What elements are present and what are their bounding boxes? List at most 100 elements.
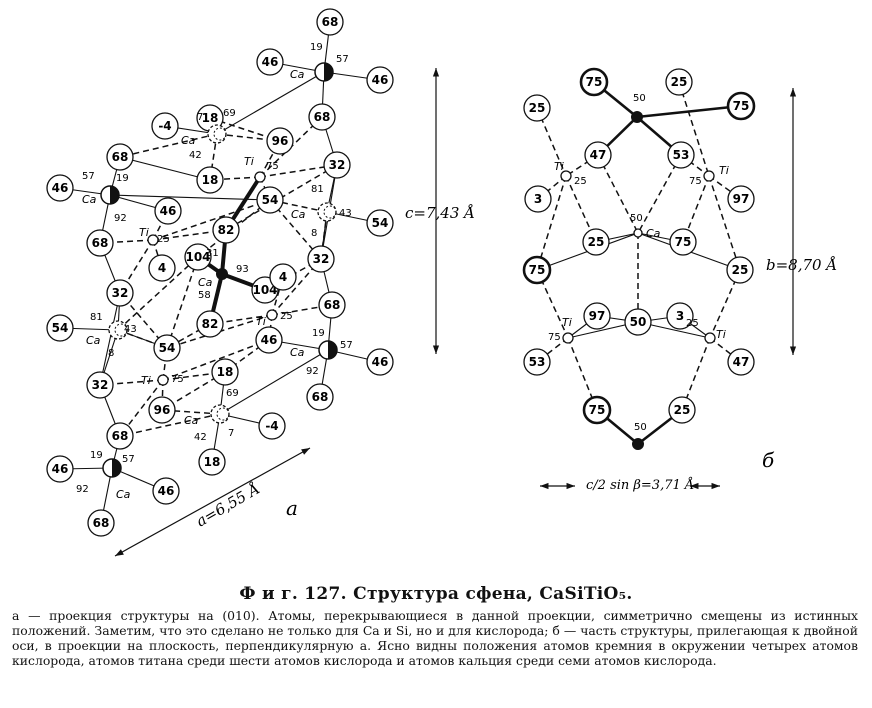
atom-height-label: 50 bbox=[634, 422, 647, 433]
panel-a-bond bbox=[119, 413, 221, 437]
oxygen-circle bbox=[318, 291, 346, 319]
panel-a-bond bbox=[119, 156, 211, 181]
atom-height-label: 92 bbox=[114, 213, 127, 224]
atom-height: 32 bbox=[329, 158, 346, 172]
panel-a-atom-o: 46 bbox=[256, 48, 284, 76]
atom-height-label: 19 bbox=[312, 328, 325, 339]
panel-a-atom-o: 32 bbox=[323, 151, 351, 179]
panel-a-atom-o: 68 bbox=[106, 422, 134, 450]
panel-b-atom-o: 53 bbox=[523, 348, 551, 376]
oxygen-circle bbox=[148, 254, 176, 282]
oxygen-circle bbox=[258, 412, 286, 440]
atom-height-label: 92 bbox=[76, 484, 89, 495]
panel-a-atom-o: 18 bbox=[196, 166, 224, 194]
panel-a-atom-o: 18 bbox=[211, 358, 239, 386]
element-label: Ti bbox=[139, 226, 149, 239]
atom-height: 75 bbox=[733, 99, 750, 113]
panel-a-atom-o: 68 bbox=[316, 8, 344, 36]
element-label: Ti bbox=[554, 160, 564, 173]
panel-b-atom-o: 50 bbox=[624, 308, 652, 336]
oxygen-circle bbox=[153, 334, 181, 362]
atom-height: 54 bbox=[52, 321, 69, 335]
panel-a-atom-o: 54 bbox=[256, 186, 284, 214]
atom-height: 32 bbox=[112, 286, 129, 300]
panel-b-atom-ob: 75 bbox=[522, 255, 552, 285]
a-axis-arrow-head bbox=[301, 448, 310, 455]
oxygen-circle bbox=[323, 151, 351, 179]
oxygen-circle bbox=[106, 143, 134, 171]
oxygen-circle bbox=[152, 477, 180, 505]
atom-height-label: 31 bbox=[206, 248, 219, 259]
atom-height-label: 75 bbox=[548, 332, 561, 343]
oxygen-circle bbox=[256, 48, 284, 76]
titanium-dot bbox=[562, 332, 574, 344]
oxygen-circle bbox=[46, 174, 74, 202]
panel-a-atom-o: 4 bbox=[269, 263, 297, 291]
panel-a-bond bbox=[216, 71, 325, 135]
panel-a-atom-o: 46 bbox=[366, 348, 394, 376]
panel-b-atom-o: 3 bbox=[524, 185, 552, 213]
oxygen-circle bbox=[524, 185, 552, 213]
dim-b-label: b=8,70 Å bbox=[766, 256, 837, 274]
panel-a-bond bbox=[117, 256, 199, 331]
panel-a-atom-o: 82 bbox=[212, 216, 240, 244]
oxygen-circle bbox=[212, 216, 240, 244]
oxygen-circle bbox=[269, 263, 297, 291]
oxygen-circle bbox=[308, 103, 336, 131]
calcium-dashed-circle bbox=[210, 404, 230, 424]
oxygen-circle bbox=[255, 326, 283, 354]
b-axis-arrow-head bbox=[789, 346, 797, 355]
atom-height: 54 bbox=[159, 341, 176, 355]
atom-height: 82 bbox=[218, 223, 235, 237]
panel-a-atom-o: 104 bbox=[184, 243, 212, 271]
oxygen-circle bbox=[106, 279, 134, 307]
oxygen-circle bbox=[669, 228, 697, 256]
atom-height-label: 81 bbox=[90, 312, 103, 323]
atom-height-label: 25 bbox=[686, 318, 699, 329]
panel-b-atom-o: 47 bbox=[727, 348, 755, 376]
panel-a-bond bbox=[209, 133, 218, 181]
atom-height: -4 bbox=[265, 419, 278, 433]
atom-height-label: 92 bbox=[306, 366, 319, 377]
atom-height-label: 75 bbox=[689, 176, 702, 187]
panel-b-bond bbox=[597, 154, 639, 234]
atom-height-label: 69 bbox=[226, 388, 239, 399]
titanium-dot bbox=[157, 374, 169, 386]
atom-height: 18 bbox=[202, 173, 219, 187]
panel-a-atom-o: 18 bbox=[198, 448, 226, 476]
oxygen-circle bbox=[726, 256, 754, 284]
atom-height: 4 bbox=[158, 261, 166, 275]
panel-a-bond bbox=[162, 339, 270, 381]
oxygen-circle bbox=[266, 127, 294, 155]
panel-b-atom-o: 25 bbox=[665, 68, 693, 96]
csin-arrow-right-head bbox=[690, 482, 699, 490]
csin-arrow-left-head bbox=[566, 482, 575, 490]
element-label: Ca bbox=[184, 414, 199, 427]
atom-height-label: 25 bbox=[574, 176, 587, 187]
calcium-dashed-circle bbox=[207, 124, 227, 144]
b-axis-arrow-head bbox=[789, 88, 797, 97]
atom-height: 18 bbox=[202, 111, 219, 125]
element-label: Ca bbox=[116, 488, 131, 501]
panel-a-atom-o: 68 bbox=[106, 143, 134, 171]
panel-a-bond bbox=[320, 211, 328, 260]
panel-b-atom-si: 50 bbox=[631, 93, 646, 123]
atom-height: 46 bbox=[52, 462, 69, 476]
panel-b-bond bbox=[678, 81, 710, 177]
oxygen-circle bbox=[624, 308, 652, 336]
element-label: Ti bbox=[244, 155, 254, 168]
atom-height-label: 57 bbox=[340, 340, 353, 351]
oxygen-circle bbox=[665, 68, 693, 96]
panel-a-atom-o: 46 bbox=[46, 455, 74, 483]
oxygen-circle bbox=[726, 91, 756, 121]
panel-a-bond bbox=[109, 194, 271, 201]
atom-height: 68 bbox=[322, 15, 339, 29]
